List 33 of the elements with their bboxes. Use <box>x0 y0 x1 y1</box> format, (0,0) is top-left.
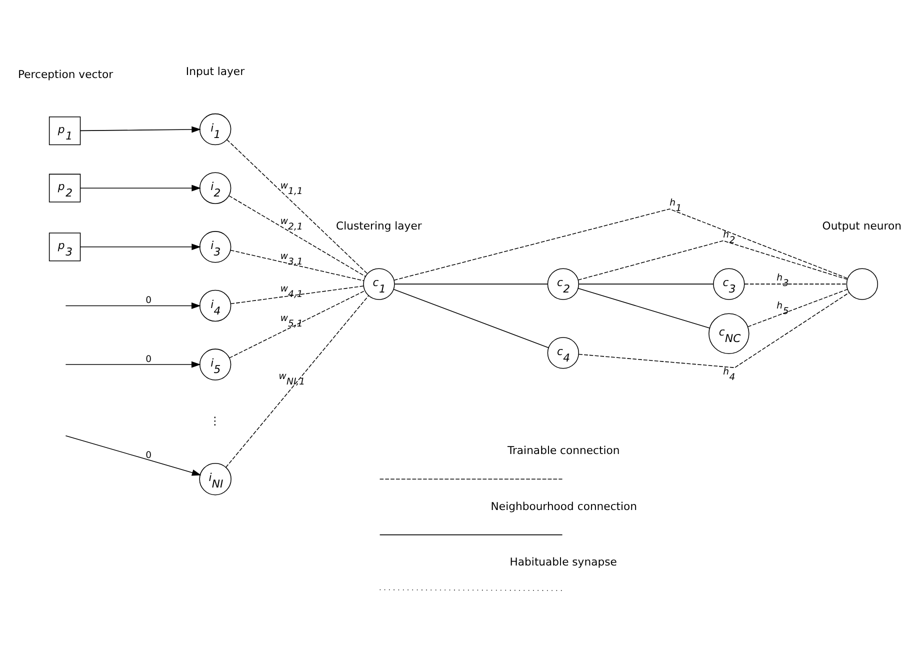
arrow <box>65 302 201 308</box>
edge-label: 0 <box>146 294 152 306</box>
arrow <box>80 184 201 191</box>
arrow <box>65 434 202 476</box>
arrow <box>80 126 201 132</box>
connector <box>578 240 848 280</box>
connector <box>225 294 369 468</box>
legend-label: Habituable synapse <box>510 555 617 568</box>
connector <box>747 288 848 327</box>
legend-label: Neighbourhood connection <box>490 499 638 512</box>
connector <box>578 292 850 368</box>
label: ⋮ <box>210 414 220 428</box>
edge-label: 0 <box>146 449 152 460</box>
connector <box>578 288 710 328</box>
legend-label: Trainable connection <box>507 444 620 457</box>
connector <box>578 283 714 284</box>
arrow <box>80 243 201 250</box>
connector <box>394 208 848 280</box>
label: Input layer <box>186 64 245 78</box>
label: Clustering layer <box>336 219 422 232</box>
node-circle <box>846 268 878 300</box>
connector <box>744 283 847 284</box>
connector <box>228 290 366 358</box>
edge-label: 0 <box>146 353 152 364</box>
connector <box>230 285 364 304</box>
arrow <box>65 360 201 368</box>
label: Output neuron <box>822 219 902 232</box>
connector <box>393 288 549 348</box>
connector <box>226 138 368 274</box>
label: Perception vector <box>18 67 114 80</box>
connector <box>230 249 364 281</box>
connector <box>394 283 548 284</box>
connector <box>228 194 366 276</box>
